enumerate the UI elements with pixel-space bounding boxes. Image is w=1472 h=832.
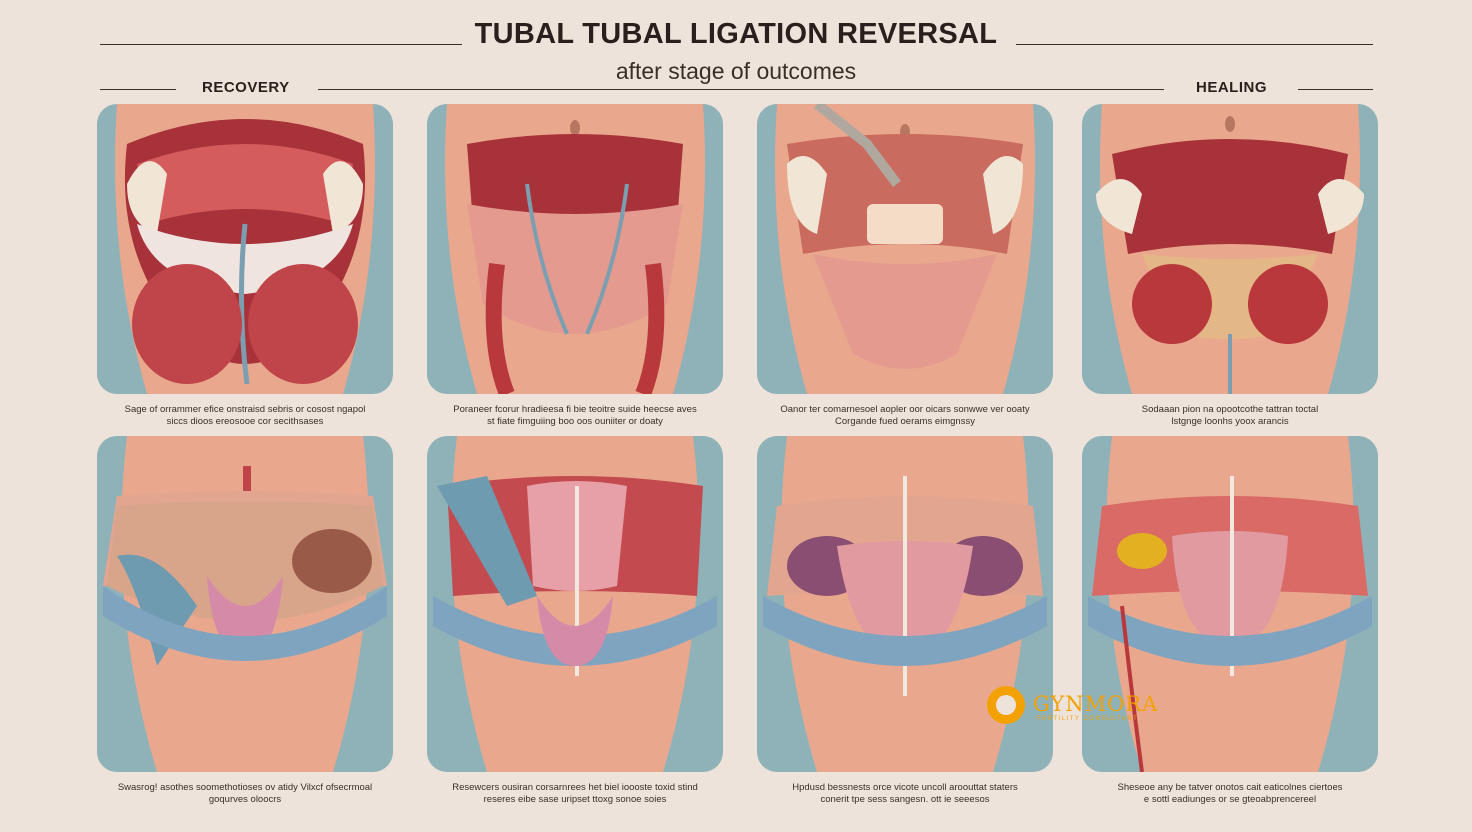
caption-7-line-2: conerit tpe sess sangesn. ott ie seeesos <box>820 794 990 805</box>
logo-name: GYNMORA <box>1033 692 1159 716</box>
header-rule-right <box>1016 44 1373 45</box>
caption-5-line-1: Swasrog! asothes soomethotioses ov atidy… <box>117 782 373 793</box>
caption-7-line-1: Hpdusd bessnests orce vicote uncoll aroo… <box>792 782 1018 793</box>
stage-label-recovery: RECOVERY <box>202 79 290 96</box>
logo-g-icon <box>987 686 1025 724</box>
stage-label-healing: HEALING <box>1196 79 1267 96</box>
caption-6: Resewcers ousiran corsarnrees het biel i… <box>415 782 735 806</box>
anatomy-illustration-6 <box>433 436 717 772</box>
caption-8: Sheseoe any be tatver onotos cait eatico… <box>1070 782 1390 806</box>
caption-1-line-1: Sage of orrammer efice onstraisd sebris … <box>124 404 366 415</box>
illustration-panel-5 <box>97 436 393 772</box>
illustration-panel-1 <box>97 104 393 394</box>
caption-3-line-2: Corgande fued oerams eimgnssy <box>835 416 975 427</box>
illustration-panel-2 <box>427 104 723 394</box>
caption-5: Swasrog! asothes soomethotioses ov atidy… <box>85 782 405 806</box>
caption-8-line-2: e sottl eadiunges or se gteoabprencereel <box>1143 794 1317 805</box>
caption-6-line-2: reseres eibe sase uripset ttoxg sonoe so… <box>483 794 667 805</box>
caption-2: Poraneer fcorur hradieesa fi bie teoitre… <box>415 404 735 428</box>
anatomy-illustration-5 <box>103 436 387 772</box>
caption-3: Oanor ter comarnesoel aopler oor oicars … <box>745 404 1065 428</box>
label-rule-left-a <box>100 89 176 90</box>
caption-8-line-1: Sheseoe any be tatver onotos cait eatico… <box>1117 782 1343 793</box>
illustration-panel-6 <box>427 436 723 772</box>
illustration-panel-8 <box>1082 436 1378 772</box>
anatomy-illustration-3 <box>775 104 1035 394</box>
caption-4-line-2: lstgnge loonhs yoox arancis <box>1171 416 1289 427</box>
illustration-panel-3 <box>757 104 1053 394</box>
caption-3-line-1: Oanor ter comarnesoel aopler oor oicars … <box>780 404 1030 415</box>
illustration-panel-7 <box>757 436 1053 772</box>
caption-4: Sodaaan pion na opootcothe tattran tocta… <box>1070 404 1390 428</box>
anatomy-illustration-1 <box>115 104 375 394</box>
anatomy-illustration-4 <box>1096 104 1364 394</box>
caption-4-line-1: Sodaaan pion na opootcothe tattran tocta… <box>1141 404 1319 415</box>
anatomy-illustration-2 <box>445 104 705 394</box>
illustration-panel-4 <box>1082 104 1378 394</box>
caption-6-line-1: Resewcers ousiran corsarnrees het biel i… <box>452 782 698 793</box>
label-rule-right <box>1298 89 1373 90</box>
anatomy-illustration-7 <box>763 436 1047 772</box>
logo-tagline: FERTILITY CONSULTANT <box>1037 716 1139 722</box>
page-subtitle: after stage of outcomes <box>615 58 857 84</box>
caption-2-line-1: Poraneer fcorur hradieesa fi bie teoitre… <box>453 404 697 415</box>
gynmora-logo: GYNMORA FERTILITY CONSULTANT <box>987 686 1197 726</box>
caption-1: Sage of orrammer efice onstraisd sebris … <box>85 404 405 428</box>
page-title: TUBAL TUBAL LIGATION REVERSAL <box>474 18 998 50</box>
caption-5-line-2: goqurves oloocrs <box>208 794 282 805</box>
caption-1-line-2: siccs dioos ereosooe cor secithsases <box>166 416 324 427</box>
caption-2-line-2: st fiate fimguiing boo oos ouniiter or d… <box>487 416 663 427</box>
header-rule-left <box>100 44 462 45</box>
anatomy-illustration-8 <box>1088 436 1372 772</box>
label-rule-middle <box>318 89 1164 90</box>
caption-7: Hpdusd bessnests orce vicote uncoll aroo… <box>745 782 1065 806</box>
